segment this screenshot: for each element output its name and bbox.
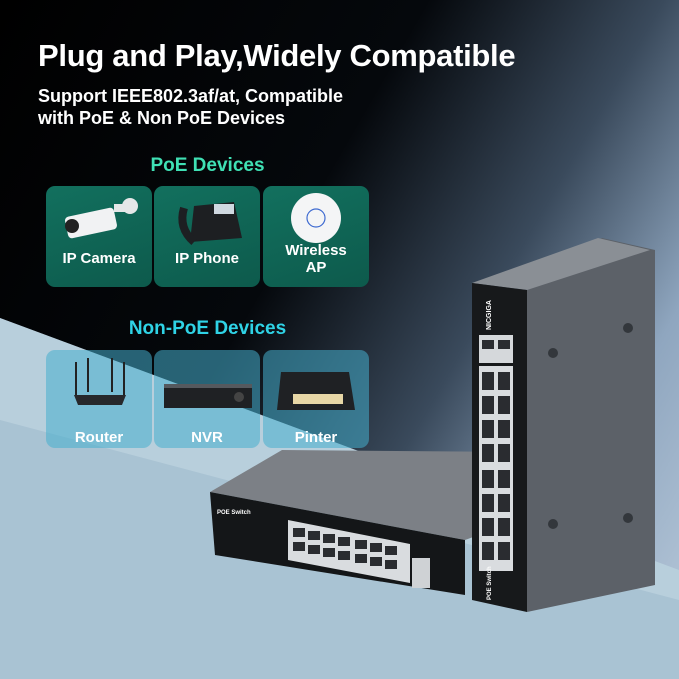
device-card-ip-phone: IP Phone <box>154 186 260 287</box>
ip-camera-icon <box>65 198 138 239</box>
device-label: IP Camera <box>62 250 136 267</box>
wireless-ap-icon <box>291 193 341 243</box>
device-label: Pinter <box>294 429 338 446</box>
poe-section-title: PoE Devices <box>150 155 265 176</box>
device-label: Wireless AP <box>285 242 347 276</box>
horizontal-switch-label: POE Switch <box>217 510 251 516</box>
router-icon <box>74 358 126 405</box>
horizontal-switch: POE Switch <box>210 450 520 595</box>
device-card-printer: Pinter <box>263 350 369 448</box>
device-card-wireless-ap: Wireless AP <box>263 186 369 287</box>
vertical-switch: NICGIGA POE Switch <box>472 238 655 612</box>
ip-phone-icon <box>178 202 242 246</box>
device-label: IP Phone <box>175 250 239 267</box>
brand-logo: NICGIGA <box>486 300 493 330</box>
device-label: NVR <box>191 429 223 446</box>
subheadline-line-1: Support IEEE802.3af/at, Compatible <box>38 86 344 106</box>
printer-icon <box>277 372 355 410</box>
device-card-router: Router <box>46 350 152 448</box>
device-card-ip-camera: IP Camera <box>46 186 152 287</box>
device-card-nvr: NVR <box>154 350 260 448</box>
device-label: Router <box>74 429 124 446</box>
non-poe-section-title: Non-PoE Devices <box>128 318 287 339</box>
nvr-icon <box>164 384 252 408</box>
subheadline-line-2: with PoE & Non PoE Devices <box>38 108 286 128</box>
vertical-switch-label: POE Switch <box>487 566 493 600</box>
headline: Plug and Play,Widely Compatible <box>38 38 516 73</box>
